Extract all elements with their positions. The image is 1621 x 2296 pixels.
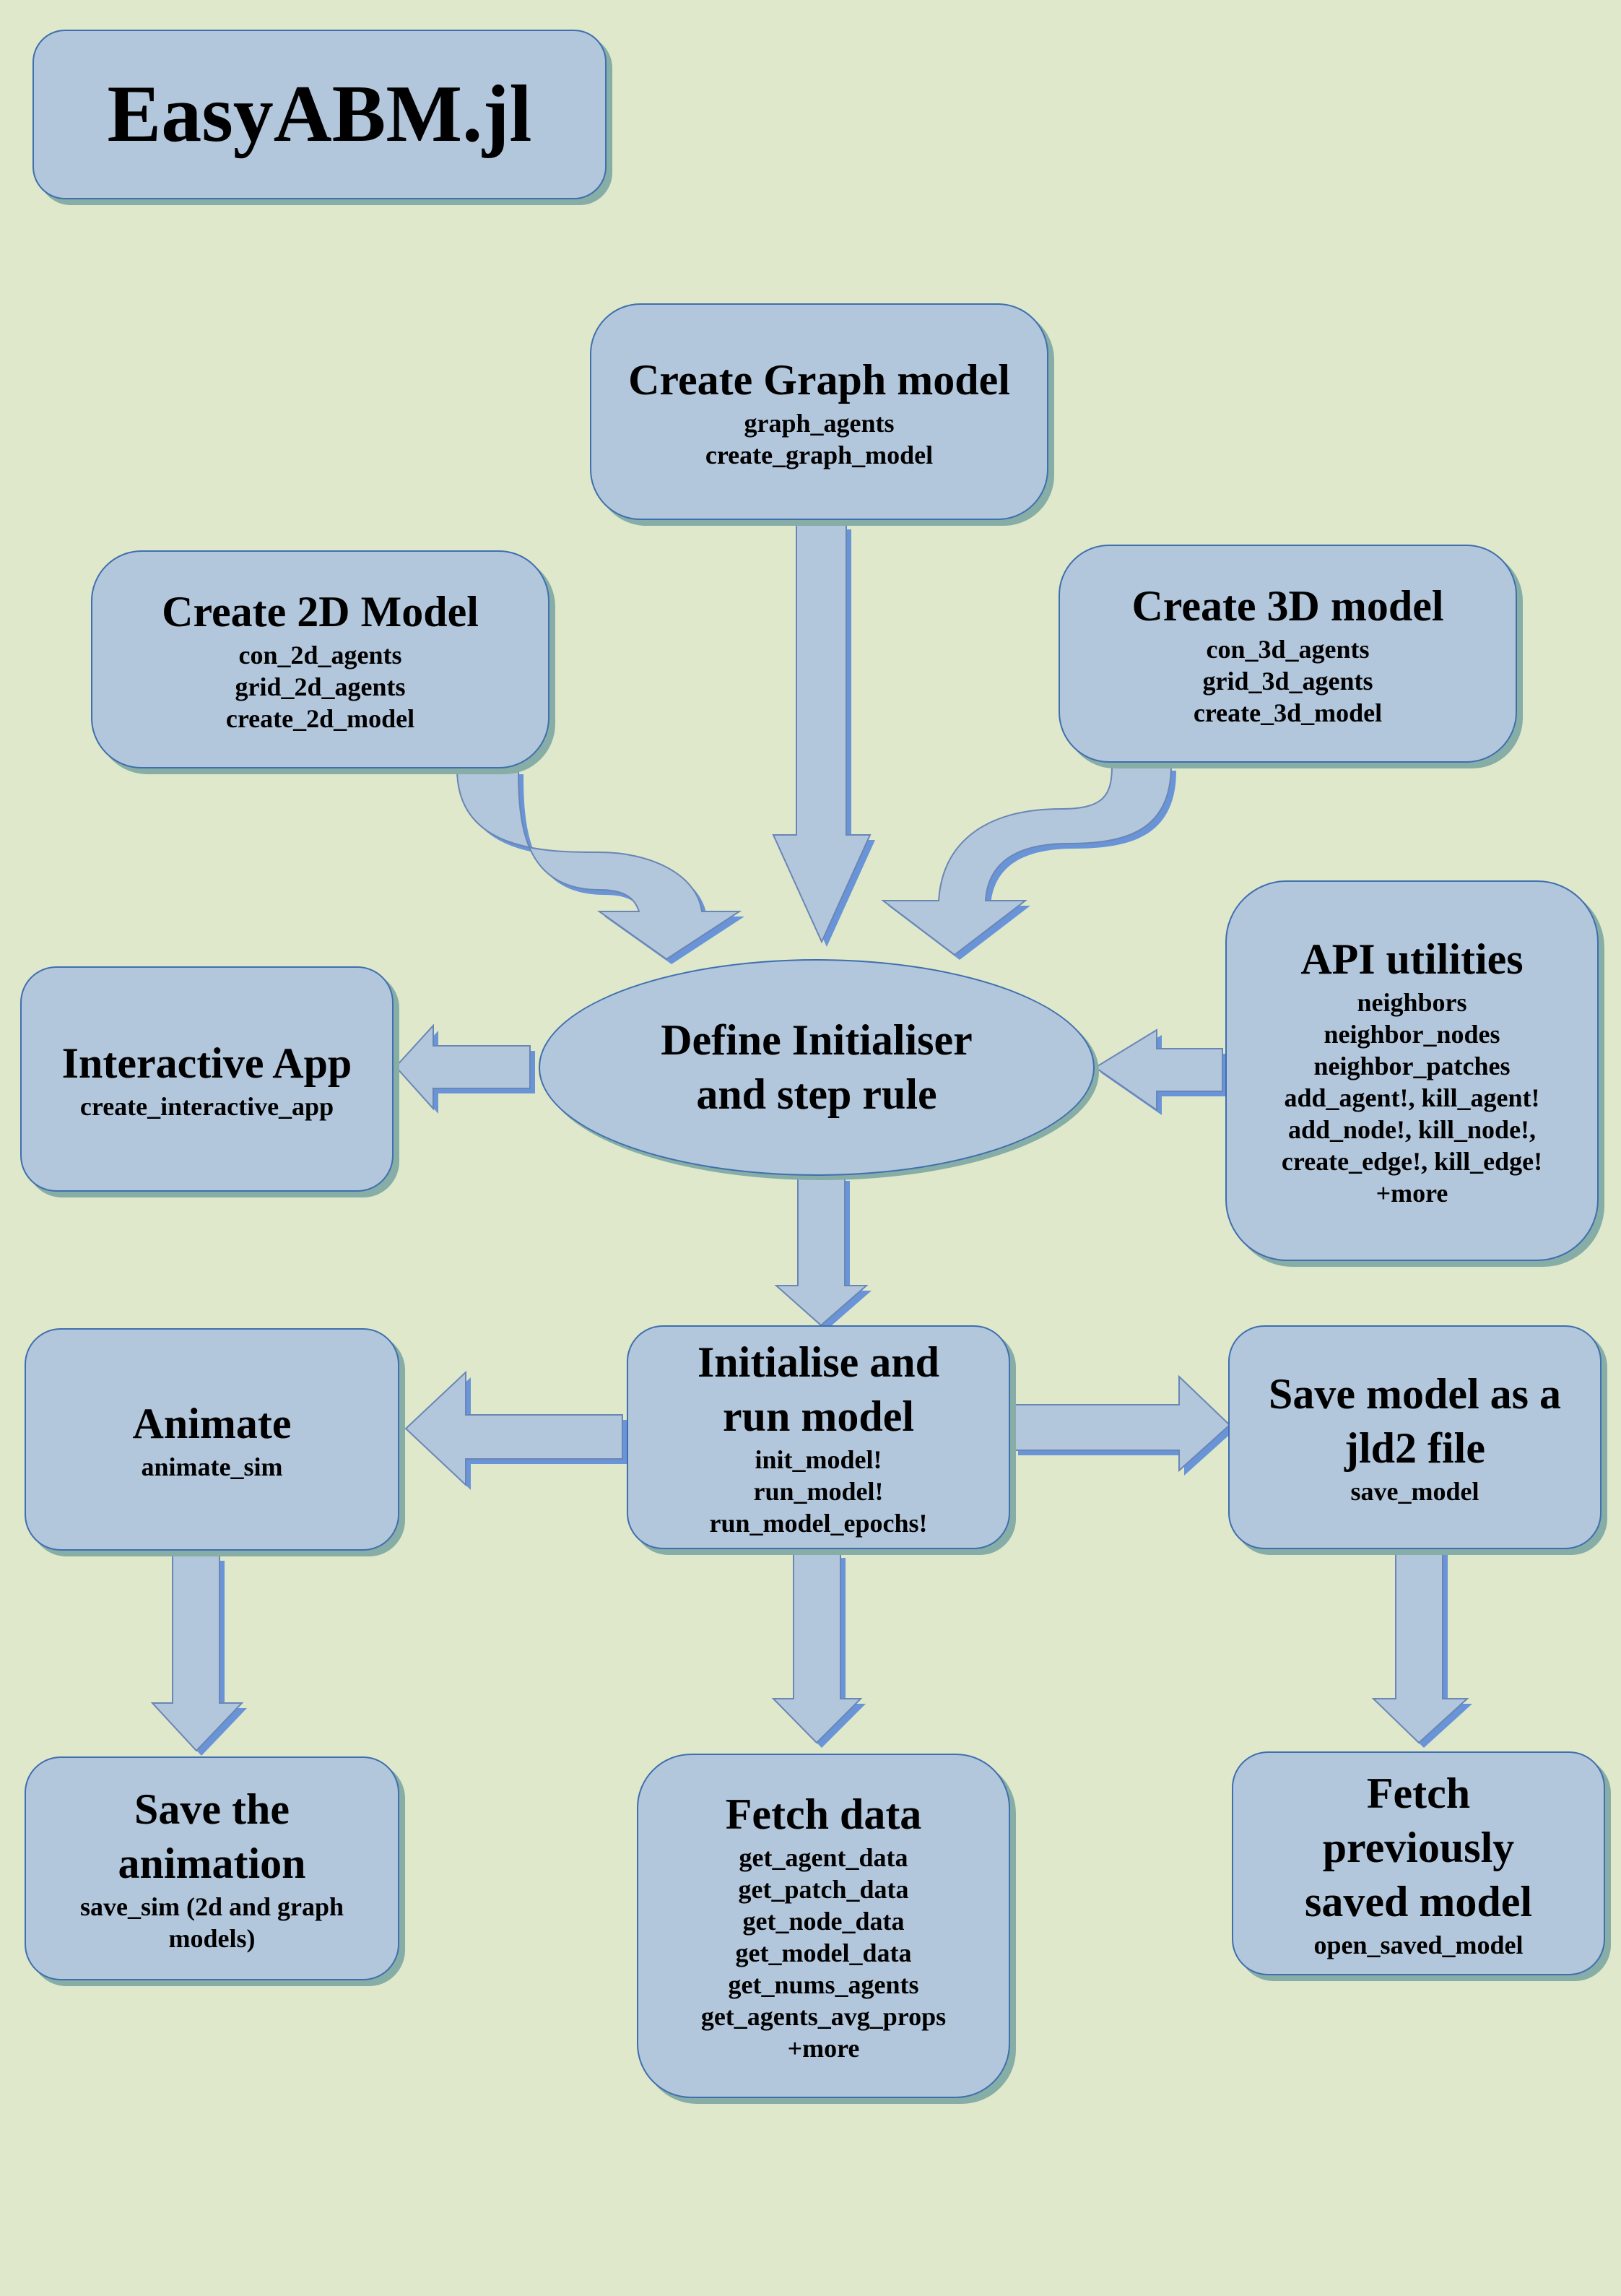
function-name: get_agent_data bbox=[739, 1843, 908, 1872]
function-name: con_3d_agents bbox=[1206, 634, 1370, 664]
function-name: +more bbox=[787, 2034, 860, 2063]
node-heading: Interactive App bbox=[61, 1039, 352, 1087]
node-heading: Define Initialiser bbox=[661, 1016, 973, 1064]
function-name: neighbor_patches bbox=[1313, 1052, 1511, 1080]
arrow-init-to-fetch-data bbox=[771, 1552, 863, 1744]
function-name: graph_agents bbox=[744, 408, 895, 438]
node-heading: Initialise and bbox=[697, 1338, 940, 1386]
function-name: models) bbox=[168, 1924, 256, 1953]
node-fetch-saved-model: Fetch previously saved model open_saved_… bbox=[1232, 1751, 1605, 1975]
function-name: neighbor_nodes bbox=[1324, 1020, 1500, 1049]
node-heading: Create 3D model bbox=[1131, 581, 1444, 630]
arrow-graph-to-define bbox=[772, 524, 872, 944]
node-heading: previously bbox=[1322, 1823, 1515, 1871]
function-name: create_interactive_app bbox=[79, 1091, 334, 1121]
function-name: add_agent!, kill_agent! bbox=[1284, 1083, 1540, 1112]
node-heading: Animate bbox=[132, 1399, 292, 1447]
node-heading: Save the bbox=[134, 1785, 290, 1833]
function-name: neighbors bbox=[1357, 988, 1467, 1017]
node-create-3d-model: Create 3D model con_3d_agents grid_3d_ag… bbox=[1059, 545, 1517, 763]
function-name: get_agents_avg_props bbox=[700, 2002, 947, 2031]
function-name: create_2d_model bbox=[225, 703, 415, 733]
title-box: EasyABM.jl bbox=[32, 30, 607, 199]
function-name: grid_3d_agents bbox=[1202, 666, 1373, 696]
arrow-init-to-save-jld2 bbox=[1012, 1374, 1231, 1473]
arrow-2d-to-define bbox=[456, 768, 742, 961]
node-heading: jld2 file bbox=[1344, 1424, 1485, 1472]
function-name: create_3d_model bbox=[1193, 698, 1383, 727]
arrow-define-to-init bbox=[774, 1175, 869, 1327]
node-heading: API utilities bbox=[1300, 935, 1524, 983]
node-save-animation: Save the animation save_sim (2d and grap… bbox=[25, 1756, 399, 1980]
node-heading: saved model bbox=[1305, 1877, 1532, 1925]
arrow-api-to-define bbox=[1094, 1028, 1223, 1112]
node-initialise-run-model: Initialise and run model init_model! run… bbox=[627, 1325, 1010, 1549]
node-save-model-jld2: Save model as a jld2 file save_model bbox=[1228, 1325, 1602, 1549]
node-heading: Fetch bbox=[1366, 1769, 1471, 1817]
node-heading: Create Graph model bbox=[628, 355, 1010, 404]
function-name: create_graph_model bbox=[705, 440, 934, 469]
node-heading: and step rule bbox=[696, 1070, 937, 1118]
node-define-initialiser: Define Initialiser and step rule bbox=[539, 959, 1095, 1176]
function-name: add_node!, kill_node!, bbox=[1287, 1115, 1537, 1144]
arrow-init-to-animate bbox=[404, 1370, 623, 1487]
app-title: EasyABM.jl bbox=[107, 69, 532, 159]
function-name: +more bbox=[1376, 1179, 1448, 1208]
arrow-animate-to-save-anim bbox=[150, 1555, 244, 1752]
function-name: save_sim (2d and graph bbox=[79, 1892, 344, 1921]
function-name: con_2d_agents bbox=[238, 640, 402, 670]
node-heading: Save model as a bbox=[1269, 1370, 1561, 1418]
function-name: get_nums_agents bbox=[728, 1970, 919, 1999]
function-name: open_saved_model bbox=[1313, 1930, 1524, 1959]
function-name: create_edge!, kill_edge! bbox=[1281, 1147, 1543, 1176]
function-name: save_model bbox=[1350, 1477, 1479, 1506]
node-heading: Fetch data bbox=[725, 1790, 922, 1838]
node-fetch-data: Fetch data get_agent_data get_patch_data… bbox=[637, 1754, 1010, 2098]
node-heading: Create 2D Model bbox=[162, 587, 479, 636]
function-name: get_node_data bbox=[742, 1907, 905, 1936]
arrow-define-to-interactive bbox=[394, 1023, 531, 1111]
function-name: animate_sim bbox=[141, 1452, 283, 1481]
function-name: grid_2d_agents bbox=[235, 672, 406, 701]
function-name: run_model! bbox=[753, 1477, 884, 1506]
node-interactive-app: Interactive App create_interactive_app bbox=[20, 966, 394, 1192]
function-name: get_patch_data bbox=[738, 1875, 909, 1904]
function-name: run_model_epochs! bbox=[709, 1509, 928, 1538]
function-name: init_model! bbox=[755, 1445, 882, 1474]
node-api-utilities: API utilities neighbors neighbor_nodes n… bbox=[1225, 880, 1599, 1261]
node-animate: Animate animate_sim bbox=[25, 1328, 399, 1551]
arrow-3d-to-define bbox=[881, 765, 1173, 956]
node-heading: animation bbox=[118, 1840, 306, 1887]
node-create-graph-model: Create Graph model graph_agents create_g… bbox=[590, 303, 1048, 520]
arrow-jld2-to-fetch-saved bbox=[1371, 1549, 1469, 1744]
node-create-2d-model: Create 2D Model con_2d_agents grid_2d_ag… bbox=[91, 550, 549, 768]
function-name: get_model_data bbox=[735, 1938, 912, 1967]
node-heading: run model bbox=[722, 1392, 915, 1440]
